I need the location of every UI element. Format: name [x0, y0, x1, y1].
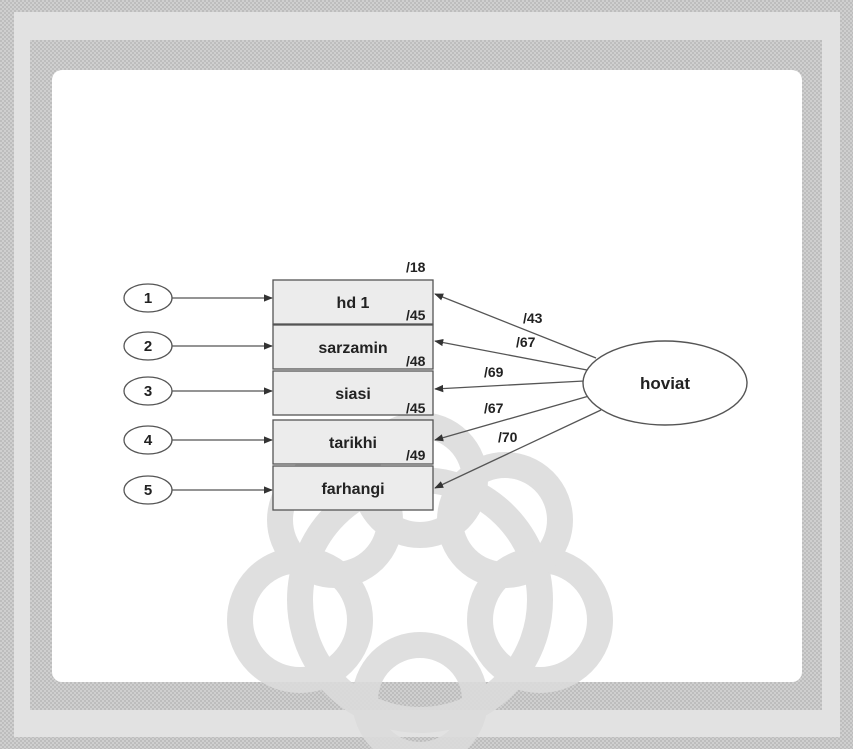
- indicator-box-1: [272, 279, 434, 325]
- error-term-ellipse-2: [123, 331, 173, 361]
- indicator-label-5: farhangi: [321, 481, 384, 498]
- indicator-box-4: [272, 419, 434, 465]
- loading-label-3: /69: [484, 364, 504, 380]
- loading-path-arrow-5: [434, 409, 602, 489]
- indicator-box-2: [272, 324, 434, 370]
- r-squared-label-2: /45: [406, 307, 426, 323]
- loading-label-5: /70: [498, 429, 518, 445]
- indicator-box-5: [272, 465, 434, 511]
- r-squared-label-1: /18: [406, 259, 426, 275]
- indicator-label-3: siasi: [335, 386, 371, 403]
- error-term-label-3: 3: [144, 383, 152, 400]
- loading-label-1: /43: [523, 310, 543, 326]
- indicator-box-3: [272, 370, 434, 416]
- loading-path-arrow-3: [434, 380, 585, 393]
- loading-path-arrow-4: [434, 395, 590, 442]
- loading-path-arrow-2: [434, 338, 588, 371]
- error-term-label-5: 5: [144, 482, 152, 499]
- error-term-label-1: 1: [144, 290, 152, 307]
- error-term-label-4: 4: [144, 432, 153, 449]
- watermark-ornament: [227, 412, 613, 749]
- error-term-ellipse-1: [123, 283, 173, 313]
- diagram-edges: [172, 293, 602, 494]
- error-term-label-2: 2: [144, 338, 152, 355]
- r-squared-label-4: /45: [406, 400, 426, 416]
- error-term-ellipse-4: [123, 425, 173, 455]
- diagram-nodes: [123, 279, 748, 511]
- diagram-labels: 1 hd 1/18/43 2 sarzamin/45/67 3 siasi/48/69 4 t…: [144, 259, 691, 499]
- r-squared-label-3: /48: [406, 353, 426, 369]
- latent-variable-label: hoviat: [640, 374, 690, 393]
- indicator-label-1: hd 1: [337, 295, 370, 312]
- loading-path-arrow-1: [434, 293, 597, 359]
- error-term-ellipse-5: [123, 475, 173, 505]
- indicator-label-4: tarikhi: [329, 435, 377, 452]
- loading-label-2: /67: [516, 334, 536, 350]
- r-squared-label-5: /49: [406, 447, 426, 463]
- latent-variable-ellipse: [582, 340, 748, 426]
- error-term-ellipse-3: [123, 376, 173, 406]
- loading-label-4: /67: [484, 400, 504, 416]
- indicator-label-2: sarzamin: [318, 340, 387, 357]
